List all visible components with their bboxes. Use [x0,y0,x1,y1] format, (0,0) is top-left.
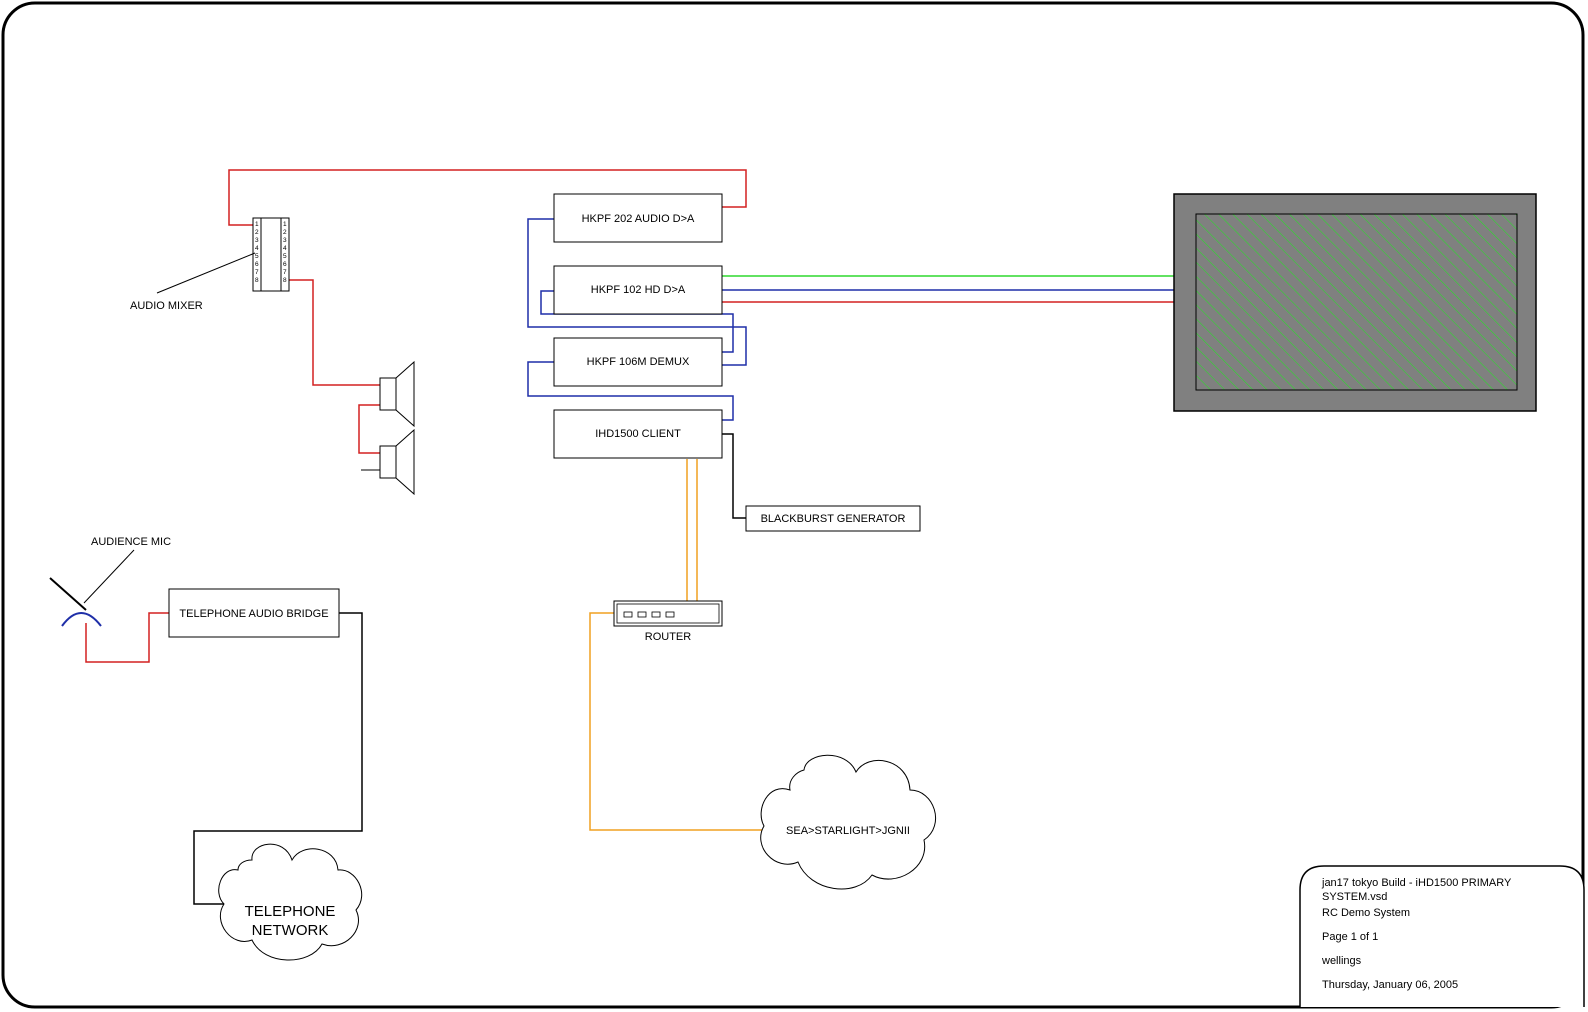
svg-text:7: 7 [283,269,287,276]
client-box: IHD1500 CLIENT [553,409,723,459]
demux-label: HKPF 106M DEMUX [587,356,690,368]
wire-client-to-blackburst [722,433,746,519]
blackburst-label: BLACKBURST GENERATOR [761,513,906,525]
audio-da-label: HKPF 202 AUDIO D>A [582,213,695,225]
audio-mixer: 1 2 3 4 5 6 7 8 1 2 3 4 5 6 7 8 AUDIO MI… [130,217,290,312]
speaker-icon [379,360,415,428]
wire-demux-to-client [527,361,734,421]
wire-bridge-to-telephone [193,612,363,905]
wire-router-to-cloud [589,612,762,831]
telephone-network-label-line2: NETWORK [252,922,329,939]
svg-text:3: 3 [283,237,287,244]
title-block-author: wellings [1321,955,1362,967]
svg-text:2: 2 [283,229,287,236]
network-cloud-label: SEA>STARLIGHT>JGNII [786,825,910,837]
blackburst-box: BLACKBURST GENERATOR [745,505,921,532]
wire-speaker-link [358,404,380,454]
client-label: IHD1500 CLIENT [595,428,681,440]
demux-box: HKPF 106M DEMUX [553,337,723,387]
monitor-screen [1195,213,1518,391]
mic-callout-line [83,549,135,604]
svg-text:4: 4 [255,245,259,252]
svg-text:5: 5 [255,253,259,260]
svg-text:7: 7 [255,269,259,276]
svg-text:6: 6 [283,261,287,268]
title-block-file-line1: jan17 tokyo Build - iHD1500 PRIMARY [1321,877,1512,889]
telephone-network-cloud: TELEPHONE NETWORK [218,843,363,961]
mixer-left-pins: 1 2 3 4 5 6 7 8 [255,221,259,284]
wires [85,169,1174,905]
hd-monitor [1173,193,1537,412]
mixer-right-pins: 1 2 3 4 5 6 7 8 [283,221,287,284]
svg-text:8: 8 [283,277,287,284]
router-icon: ROUTER [613,600,723,643]
wire-mic-to-bridge [85,612,169,663]
mixer-callout-line [156,252,256,294]
hd-da-box: HKPF 102 HD D>A [553,265,723,315]
router-label: ROUTER [645,631,692,643]
svg-text:1: 1 [255,221,259,228]
wire-mixer-to-audio-da [228,169,747,226]
svg-text:1: 1 [283,221,287,228]
svg-text:5: 5 [283,253,287,260]
wire-audio-da-to-demux [527,218,747,366]
title-block: jan17 tokyo Build - iHD1500 PRIMARY SYST… [1299,865,1585,1007]
svg-text:3: 3 [255,237,259,244]
audio-mixer-label: AUDIO MIXER [130,300,203,312]
microphone-icon: AUDIENCE MIC [49,536,171,627]
svg-text:4: 4 [283,245,287,252]
title-block-date: Thursday, January 06, 2005 [1322,979,1458,991]
title-block-page: Page 1 of 1 [1322,931,1378,943]
network-cloud: SEA>STARLIGHT>JGNII [760,754,936,890]
speaker-icon [379,428,415,496]
svg-text:6: 6 [255,261,259,268]
title-block-project: RC Demo System [1322,907,1410,919]
title-block-file-line2: SYSTEM.vsd [1322,891,1387,903]
telephone-network-label-line1: TELEPHONE [245,903,336,920]
hd-da-label: HKPF 102 HD D>A [591,284,686,296]
telephone-bridge-label: TELEPHONE AUDIO BRIDGE [179,608,328,620]
svg-text:2: 2 [255,229,259,236]
audience-mic-label: AUDIENCE MIC [91,536,171,548]
audio-da-box: HKPF 202 AUDIO D>A [553,193,723,243]
wire-mixer-to-speakers [287,279,380,386]
telephone-bridge-box: TELEPHONE AUDIO BRIDGE [168,588,340,638]
svg-text:8: 8 [255,277,259,284]
